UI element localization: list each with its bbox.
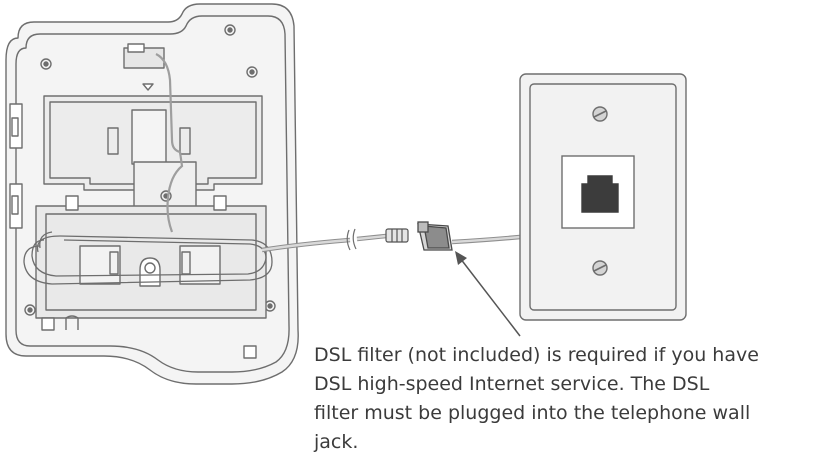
telephone-line-cord: [261, 228, 387, 253]
note-line-3: filter must be plugged into the telephon…: [314, 402, 751, 424]
wall-plate: [519, 73, 687, 321]
shell-screws: [24, 24, 276, 316]
note-line-1: DSL filter (not included) is required if…: [314, 344, 759, 366]
dsl-filter: [417, 221, 453, 251]
note-line-2: DSL high-speed Internet service. The DSL: [314, 373, 710, 395]
internal-line-cord: [155, 53, 184, 233]
note-line-4: jack.: [314, 431, 359, 453]
dsl-filter-note: DSL filter (not included) is required if…: [314, 341, 810, 457]
modular-plug: [385, 228, 409, 243]
wall-jack-socket: [581, 175, 619, 213]
keyhole-slot: [139, 257, 161, 287]
phone-inner-shell: [15, 15, 290, 373]
telephone-base: [5, 3, 299, 385]
callout-arrow: [455, 251, 521, 337]
